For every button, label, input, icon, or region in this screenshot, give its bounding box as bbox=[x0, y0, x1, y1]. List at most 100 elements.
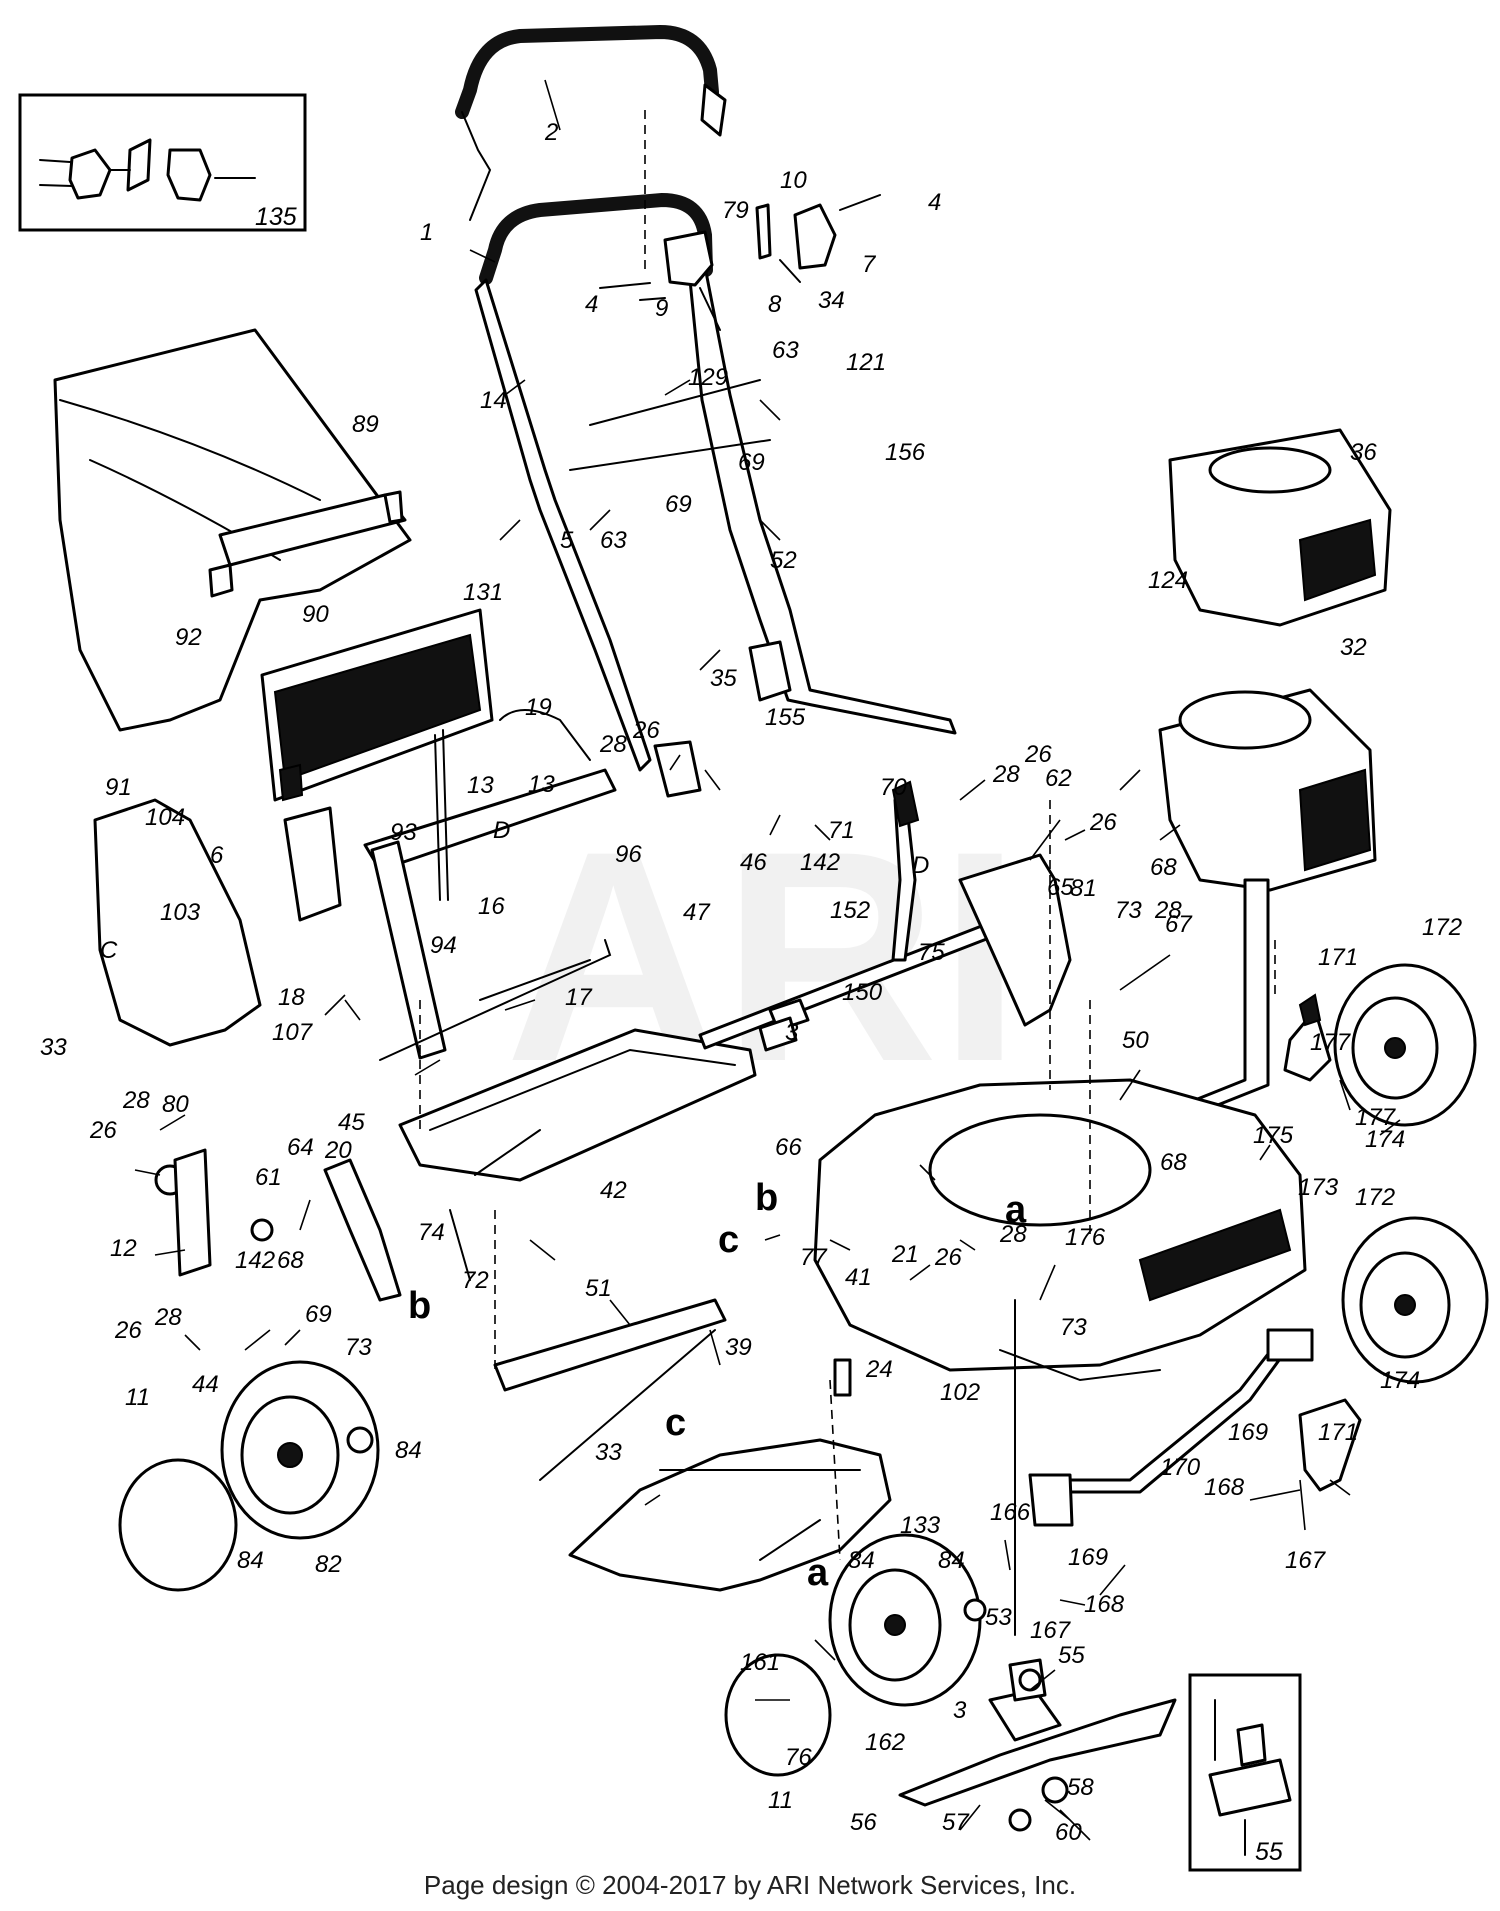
label-171-bot: 171 bbox=[1318, 1419, 1358, 1446]
label-64: 64 bbox=[287, 1134, 314, 1161]
rear-door-frame bbox=[363, 709, 617, 1061]
label-63-top: 63 bbox=[772, 337, 799, 364]
label-76: 76 bbox=[785, 1744, 812, 1771]
label-52: 52 bbox=[770, 547, 797, 574]
label-51: 51 bbox=[585, 1275, 612, 1302]
label-68-left: 68 bbox=[277, 1247, 304, 1274]
hubcap-front bbox=[724, 1653, 832, 1777]
label-33-bot: 33 bbox=[595, 1439, 622, 1466]
label-35: 35 bbox=[710, 665, 737, 692]
label-28-right: 28 bbox=[992, 761, 1020, 788]
label-93: 93 bbox=[390, 819, 417, 846]
label-69-left: 69 bbox=[305, 1301, 332, 1328]
label-13-left: 13 bbox=[467, 772, 494, 799]
part-labels: 2 10 4 79 1 7 34 8 4 9 129 63 121 14 89 … bbox=[40, 119, 1462, 1866]
label-94: 94 bbox=[430, 932, 457, 959]
leader-lines bbox=[134, 79, 1401, 1841]
label-161: 161 bbox=[740, 1649, 780, 1676]
label-19: 19 bbox=[525, 694, 552, 721]
front-axle-rod bbox=[1028, 1328, 1314, 1527]
label-72: 72 bbox=[462, 1267, 489, 1294]
label-6: 6 bbox=[210, 842, 224, 869]
label-73-left: 73 bbox=[345, 1334, 372, 1361]
label-92: 92 bbox=[175, 624, 202, 651]
label-84-right: 84 bbox=[938, 1547, 965, 1574]
label-124: 124 bbox=[1148, 567, 1188, 594]
label-3-top: 3 bbox=[785, 1019, 799, 1046]
label-77: 77 bbox=[800, 1244, 828, 1271]
label-50: 50 bbox=[1122, 1027, 1149, 1054]
label-46: 46 bbox=[740, 849, 767, 876]
label-26-deck: 26 bbox=[934, 1244, 962, 1271]
label-81: 81 bbox=[1070, 875, 1097, 902]
label-63-mid: 63 bbox=[600, 527, 627, 554]
label-5: 5 bbox=[560, 527, 574, 554]
label-53: 53 bbox=[985, 1604, 1012, 1631]
label-28-far: 28 bbox=[1154, 897, 1182, 924]
label-4-left: 4 bbox=[585, 291, 598, 318]
label-166: 166 bbox=[990, 1499, 1031, 1526]
label-150: 150 bbox=[842, 979, 883, 1006]
label-142-top: 142 bbox=[800, 849, 840, 876]
ref-c-chute: c bbox=[665, 1402, 686, 1444]
bag-frame-89 bbox=[208, 490, 407, 598]
label-28-deck: 28 bbox=[999, 1221, 1027, 1248]
label-3-bot: 3 bbox=[953, 1697, 967, 1724]
height-bracket bbox=[958, 853, 1072, 1027]
grass-bag bbox=[53, 328, 412, 732]
label-26-top: 26 bbox=[632, 717, 660, 744]
copyright-footer: Page design © 2004-2017 by ARI Network S… bbox=[423, 1870, 1077, 1900]
label-34: 34 bbox=[818, 287, 845, 314]
label-39: 39 bbox=[725, 1334, 752, 1361]
label-11-left: 11 bbox=[125, 1384, 150, 1411]
inset-box-55 bbox=[1188, 1673, 1302, 1872]
label-155: 155 bbox=[765, 704, 806, 731]
label-79: 79 bbox=[722, 197, 749, 224]
label-21: 21 bbox=[891, 1241, 919, 1268]
label-C-top: C bbox=[100, 937, 118, 964]
control-assembly bbox=[599, 194, 881, 331]
label-68-deck: 68 bbox=[1160, 1149, 1187, 1176]
label-7: 7 bbox=[862, 251, 877, 278]
engine bbox=[1158, 688, 1377, 1122]
label-168-bot: 168 bbox=[1084, 1591, 1125, 1618]
label-75: 75 bbox=[918, 939, 945, 966]
label-11-bot: 11 bbox=[768, 1787, 793, 1814]
label-84-wheel: 84 bbox=[237, 1547, 264, 1574]
label-69-mid: 69 bbox=[665, 491, 692, 518]
label-80: 80 bbox=[162, 1091, 189, 1118]
label-73-right: 73 bbox=[1115, 897, 1142, 924]
label-84-front: 84 bbox=[848, 1547, 875, 1574]
label-67: 67 bbox=[1165, 911, 1193, 938]
label-44: 44 bbox=[192, 1371, 219, 1398]
label-16: 16 bbox=[478, 893, 505, 920]
label-36: 36 bbox=[1350, 439, 1377, 466]
label-68-right: 68 bbox=[1150, 854, 1177, 881]
ref-b-right: b bbox=[755, 1177, 778, 1219]
hubcap-left bbox=[118, 1458, 238, 1592]
label-169-top: 169 bbox=[1228, 1419, 1268, 1446]
label-28-left: 28 bbox=[122, 1087, 150, 1114]
label-56: 56 bbox=[850, 1809, 877, 1836]
label-103: 103 bbox=[160, 899, 201, 926]
label-26-right: 26 bbox=[1024, 741, 1052, 768]
label-17: 17 bbox=[565, 984, 593, 1011]
ref-c-right: c bbox=[718, 1219, 739, 1261]
wheel-right-rear bbox=[1333, 963, 1477, 1127]
label-135: 135 bbox=[255, 203, 297, 231]
label-69-right: 69 bbox=[738, 449, 765, 476]
label-20: 20 bbox=[324, 1137, 352, 1164]
label-42: 42 bbox=[600, 1177, 627, 1204]
label-2: 2 bbox=[544, 119, 558, 146]
height-plate-171 bbox=[1298, 1398, 1362, 1492]
label-168-top: 168 bbox=[1204, 1474, 1245, 1501]
label-90: 90 bbox=[302, 601, 329, 628]
wheel-left-82 bbox=[220, 1360, 380, 1540]
label-58: 58 bbox=[1067, 1774, 1094, 1801]
label-82: 82 bbox=[315, 1551, 342, 1578]
wheel-bracket-177 bbox=[1283, 993, 1332, 1082]
label-142-left: 142 bbox=[235, 1247, 275, 1274]
label-121: 121 bbox=[846, 349, 886, 376]
label-171-top: 171 bbox=[1318, 944, 1358, 971]
